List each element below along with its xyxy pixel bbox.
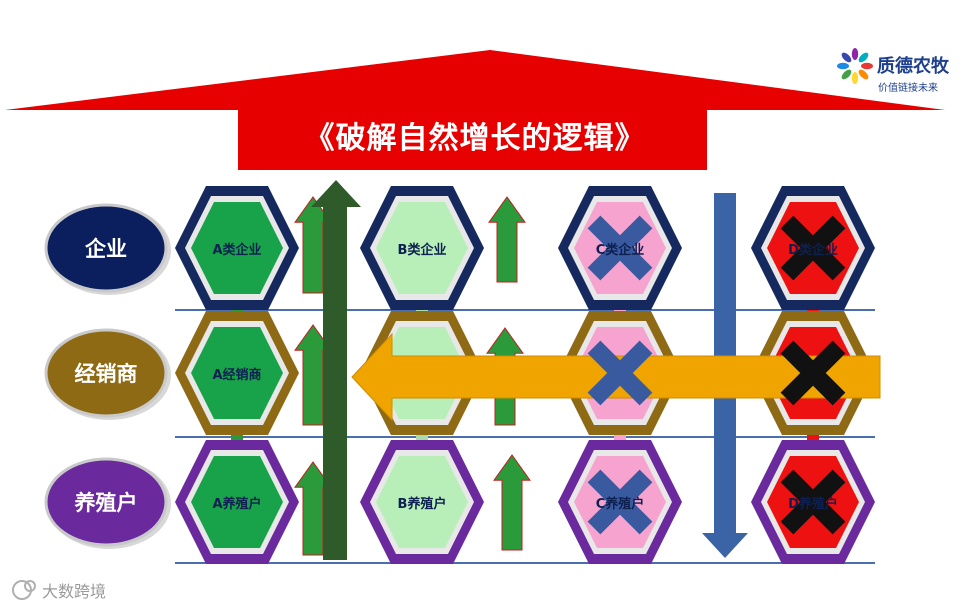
hexagon-inner xyxy=(191,327,283,419)
cross-mark-icon xyxy=(780,469,846,535)
hexagon-label: D类企业 xyxy=(788,242,838,258)
brand-block: 质德农牧 价值链接未来 xyxy=(833,44,973,96)
dark-up-arrow-icon xyxy=(311,180,361,560)
watermark-icon xyxy=(12,580,36,600)
logo-petal xyxy=(858,69,869,80)
brand-slogan: 价值链接未来 xyxy=(878,83,938,94)
cross-mark-icon xyxy=(587,469,653,535)
header-arrow xyxy=(5,50,945,170)
cross-mark-icon xyxy=(587,340,653,406)
brand-name: 质德农牧 xyxy=(877,56,949,77)
hexagon-label: C类企业 xyxy=(595,242,645,258)
row-oval xyxy=(44,457,168,547)
hexagon-inner xyxy=(191,456,283,548)
watermark: 大数跨境 xyxy=(6,576,136,602)
hexagon-label: B养殖户 xyxy=(397,496,447,512)
hexagon-label: B类企业 xyxy=(397,242,447,258)
diagram-title: 《破解自然增长的逻辑》 xyxy=(304,121,646,156)
watermark-text: 大数跨境 xyxy=(42,582,107,601)
logo-petal xyxy=(837,62,849,70)
growth-arrow-icon xyxy=(488,196,526,283)
row-label: 企业 xyxy=(85,236,127,261)
row-oval xyxy=(44,328,168,418)
hexagon-inner xyxy=(191,202,283,294)
cross-marks xyxy=(587,215,846,535)
logo-petal xyxy=(841,69,852,80)
row-divider-lines xyxy=(175,309,875,564)
logo-petal xyxy=(858,52,869,63)
hexagon-label: A养殖户 xyxy=(212,496,262,512)
hexagon-inner xyxy=(376,202,468,294)
hexagon-inner xyxy=(376,456,468,548)
hexagon-label: A类企业 xyxy=(212,242,262,258)
cross-mark-icon xyxy=(780,340,846,406)
row-label: 养殖户 xyxy=(74,490,138,515)
growth-arrows xyxy=(294,196,531,556)
logo-petal xyxy=(841,52,852,63)
hexagon-label: D养殖户 xyxy=(788,496,838,512)
row-label: 经销商 xyxy=(74,361,138,386)
cross-mark-icon xyxy=(780,215,846,281)
cross-mark-icon xyxy=(587,215,653,281)
row-label-ovals xyxy=(44,203,171,549)
hexagon-label: C养殖户 xyxy=(595,496,645,512)
logo-petal xyxy=(851,72,859,84)
logo-petal xyxy=(861,62,873,70)
hexagon-label: A经销商 xyxy=(212,367,262,383)
brand-logo-icon xyxy=(837,48,873,84)
row-oval xyxy=(44,203,168,293)
growth-arrow-icon xyxy=(493,454,531,551)
logo-petal xyxy=(851,48,859,60)
